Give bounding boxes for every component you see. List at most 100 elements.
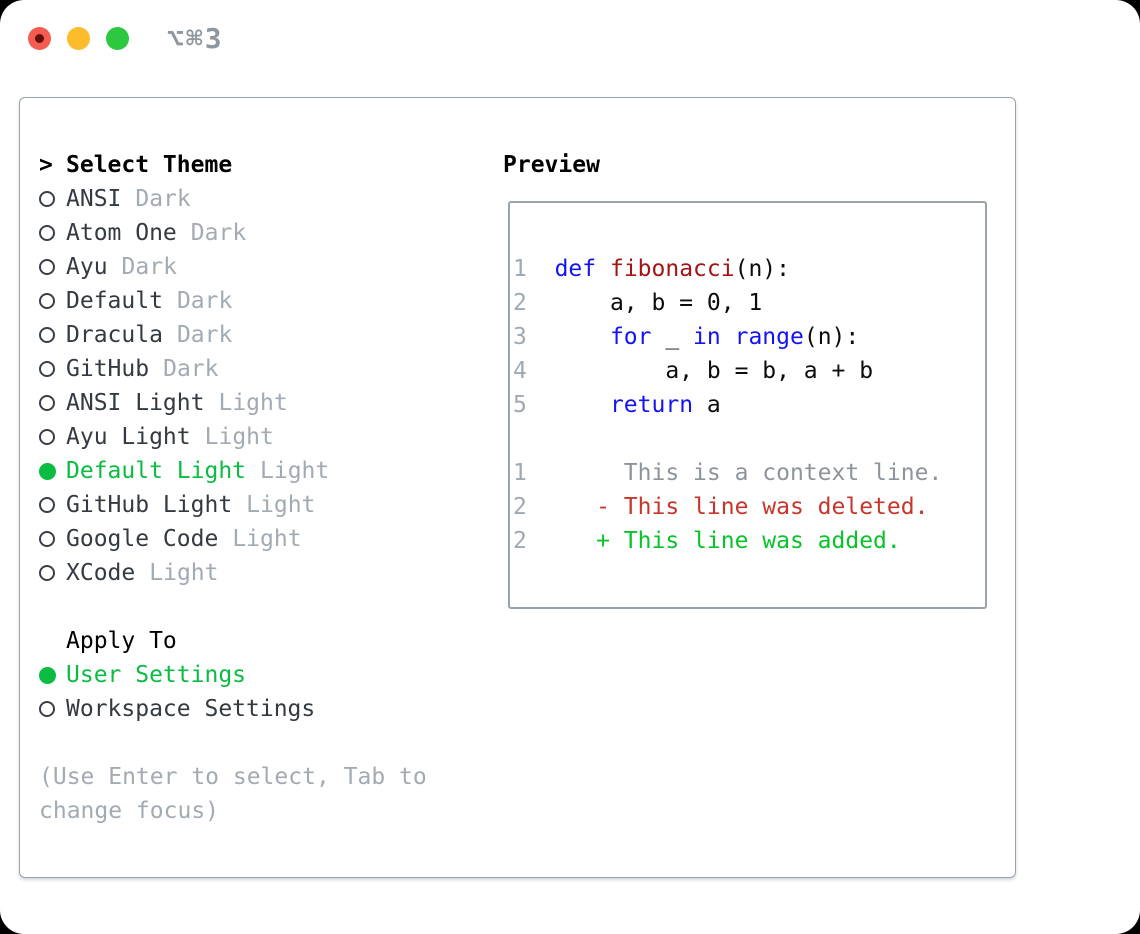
radio-icon <box>39 293 55 309</box>
line-number: 3 <box>513 324 527 350</box>
apply-to-title: Apply To <box>66 628 177 654</box>
radio-icon <box>39 429 55 445</box>
code-token-ctx: This is a context line. <box>526 460 943 486</box>
theme-variant-tag: Light <box>149 560 219 586</box>
code-token-plain <box>527 256 555 282</box>
keyboard-hint: (Use Enter to select, Tab to change focu… <box>39 764 427 824</box>
code-line: 5 return a <box>513 388 985 422</box>
theme-variant-tag: Light <box>204 424 274 450</box>
option-label: XCode <box>66 560 136 586</box>
spacer <box>39 590 499 624</box>
cursor-caret-icon: > <box>39 152 53 178</box>
select-theme-title: Select Theme <box>66 152 233 178</box>
theme-option[interactable]: Ayu Light Light <box>39 420 499 454</box>
apply-to-option[interactable]: User Settings <box>39 658 499 692</box>
code-token-plain <box>721 324 735 350</box>
minimize-button[interactable] <box>67 26 90 50</box>
code-token-plain <box>527 324 610 350</box>
line-number: 2 <box>513 290 527 316</box>
radio-selected-icon <box>39 666 56 684</box>
apply-to-option[interactable]: Workspace Settings <box>39 692 499 726</box>
line-number: 2 <box>513 528 527 554</box>
option-label: GitHub Light <box>66 492 233 518</box>
code-line: 4 a, b = b, a + b <box>513 354 985 388</box>
theme-variant-tag: Light <box>232 526 302 552</box>
option-label: Google Code <box>66 526 219 552</box>
code-line: 1 def fibonacci(n): <box>513 252 985 286</box>
option-label: Ayu Light <box>66 424 191 450</box>
option-label: ANSI Light <box>66 390 205 416</box>
code-token-plain: (n): <box>734 256 790 282</box>
close-button[interactable] <box>28 26 51 50</box>
radio-selected-icon <box>39 462 56 480</box>
zoom-button[interactable] <box>106 26 129 50</box>
theme-option[interactable]: GitHub Light Light <box>39 488 499 522</box>
radio-icon <box>39 395 55 411</box>
code-token-del: - This line was deleted. <box>526 494 929 520</box>
radio-icon <box>39 225 55 241</box>
radio-icon <box>39 531 55 547</box>
theme-option[interactable]: ANSI Light Light <box>39 386 499 420</box>
theme-option[interactable]: XCode Light <box>39 556 499 590</box>
theme-variant-tag: Light <box>246 492 316 518</box>
radio-icon <box>39 259 55 275</box>
apply-to-header: Apply To <box>39 624 499 658</box>
code-line <box>513 422 985 456</box>
theme-option[interactable]: Dracula Dark <box>39 318 499 352</box>
theme-option[interactable]: Atom One Dark <box>39 216 499 250</box>
spacer <box>39 726 499 760</box>
theme-variant-tag: Dark <box>176 322 233 348</box>
code-line: 2 - This line was deleted. <box>513 490 985 524</box>
theme-variant-tag: Dark <box>135 186 191 212</box>
option-label: Workspace Settings <box>66 696 316 722</box>
theme-variant-tag: Dark <box>163 356 219 382</box>
preview-title: Preview <box>503 152 600 178</box>
code-token-kw: for <box>609 324 652 350</box>
code-token-fn: fibonacci <box>609 256 735 282</box>
code-line: 1 This is a context line. <box>513 456 985 490</box>
theme-variant-tag: Dark <box>190 220 247 246</box>
radio-icon <box>39 497 55 513</box>
code-line: 2 + This line was added. <box>513 524 985 558</box>
option-label: ANSI <box>66 186 122 212</box>
code-token-kw: range <box>734 324 804 350</box>
preview-column: Preview 1 def fibonacci(n):2 a, b = 0, 1… <box>503 98 987 609</box>
option-label: Atom One <box>66 220 177 246</box>
code-token-plain <box>596 256 610 282</box>
code-token-add: + This line was added. <box>526 528 901 554</box>
code-token-plain: a <box>693 392 721 418</box>
radio-icon <box>39 191 55 207</box>
select-theme-header: > Select Theme <box>39 148 499 182</box>
theme-variant-tag: Light <box>218 390 288 416</box>
code-token-plain: a, b = b, a + b <box>526 358 874 384</box>
code-token-kw: return <box>609 392 694 418</box>
line-number: 1 <box>513 460 527 486</box>
theme-option[interactable]: Google Code Light <box>39 522 499 556</box>
option-label: User Settings <box>66 662 247 688</box>
line-number: 1 <box>513 256 527 282</box>
radio-icon <box>39 565 55 581</box>
code-token-kw: def <box>554 256 597 282</box>
theme-variant-tag: Light <box>260 458 330 484</box>
code-line: 2 a, b = 0, 1 <box>513 286 985 320</box>
radio-icon <box>39 361 55 377</box>
theme-variant-tag: Dark <box>176 288 233 314</box>
code-token-kw: in <box>693 324 721 350</box>
radio-icon <box>39 701 55 717</box>
code-token-plain: (n): <box>803 324 860 350</box>
option-label: Dracula <box>66 322 163 348</box>
line-number: 4 <box>513 358 527 384</box>
code-line: 3 for _ in range(n): <box>513 320 985 354</box>
titlebar: ⌥⌘3 <box>28 22 224 55</box>
window-shortcut-label: ⌥⌘3 <box>167 21 224 55</box>
theme-option[interactable]: ANSI Dark <box>39 182 499 216</box>
